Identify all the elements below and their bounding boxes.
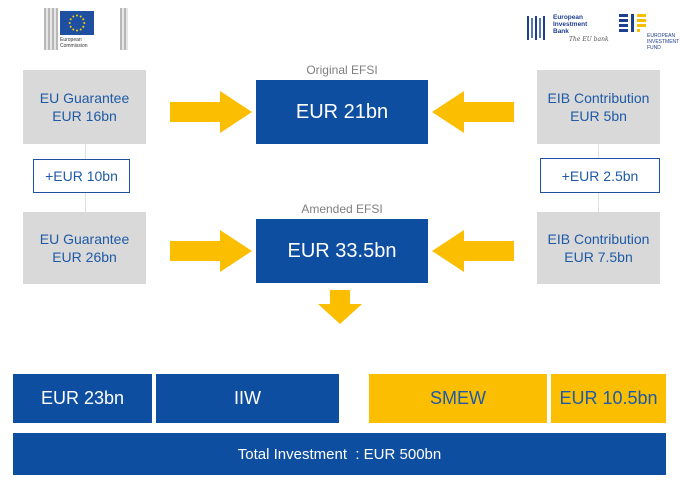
- eu-guarantee-original-title: EU Guarantee: [39, 90, 130, 106]
- eu-flag-icon: [60, 11, 94, 35]
- eu-guarantee-amended-box: EU Guarantee EUR 26bn: [23, 212, 146, 284]
- eib-contribution-amended-title: EIB Contribution: [547, 231, 650, 247]
- eif-logo-text: EUROPEAN INVESTMENT FUND: [647, 33, 680, 51]
- ec-building-side-icon: [120, 8, 128, 50]
- eu-guarantee-original-box: EU Guarantee EUR 16bn: [23, 70, 146, 144]
- eib-contribution-original-box: EIB Contribution EUR 5bn: [537, 70, 660, 144]
- left-arrow-icon: [432, 91, 514, 133]
- smew-amount-box: EUR 10.5bn: [551, 374, 666, 423]
- eib-logo: European Investment Bank The EU bank: [525, 14, 615, 46]
- eib-logo-text: European Investment Bank: [553, 14, 588, 35]
- eib-contribution-original-amount: EUR 5bn: [570, 108, 627, 124]
- ec-building-icon: [44, 8, 58, 50]
- amended-efsi-label: Amended EFSI: [301, 202, 383, 216]
- eu-guarantee-amended-title: EU Guarantee: [39, 231, 130, 247]
- eif-logo: EUROPEAN INVESTMENT FUND: [619, 14, 679, 56]
- amended-efsi-total: EUR 33.5bn: [256, 219, 428, 283]
- original-efsi-label: Original EFSI: [306, 63, 378, 77]
- eib-contribution-original-title: EIB Contribution: [547, 90, 650, 106]
- eib-bars-icon: [527, 16, 545, 40]
- eib-contribution-amended-amount: EUR 7.5bn: [564, 249, 633, 265]
- eib-tagline: The EU bank: [569, 36, 609, 43]
- eu-increment-box: +EUR 10bn: [33, 159, 130, 193]
- original-efsi-total: EUR 21bn: [256, 80, 428, 144]
- down-arrow-icon: [318, 290, 362, 324]
- eu-guarantee-amended-amount: EUR 26bn: [52, 249, 117, 265]
- iiw-amount-box: EUR 23bn: [13, 374, 152, 423]
- eif-mark-icon: [619, 14, 646, 32]
- left-arrow-icon: [432, 230, 514, 272]
- ec-logo-text: European Commission: [60, 37, 88, 49]
- european-commission-logo: European Commission: [44, 8, 128, 50]
- eu-guarantee-original-amount: EUR 16bn: [52, 108, 117, 124]
- iiw-label-box: IIW: [156, 374, 339, 423]
- total-investment-bar: Total Investment : EUR 500bn: [13, 433, 666, 475]
- eib-contribution-amended-box: EIB Contribution EUR 7.5bn: [537, 212, 660, 284]
- eib-increment-box: +EUR 2.5bn: [540, 158, 660, 193]
- right-arrow-icon: [170, 230, 252, 272]
- smew-label-box: SMEW: [369, 374, 547, 423]
- right-arrow-icon: [170, 91, 252, 133]
